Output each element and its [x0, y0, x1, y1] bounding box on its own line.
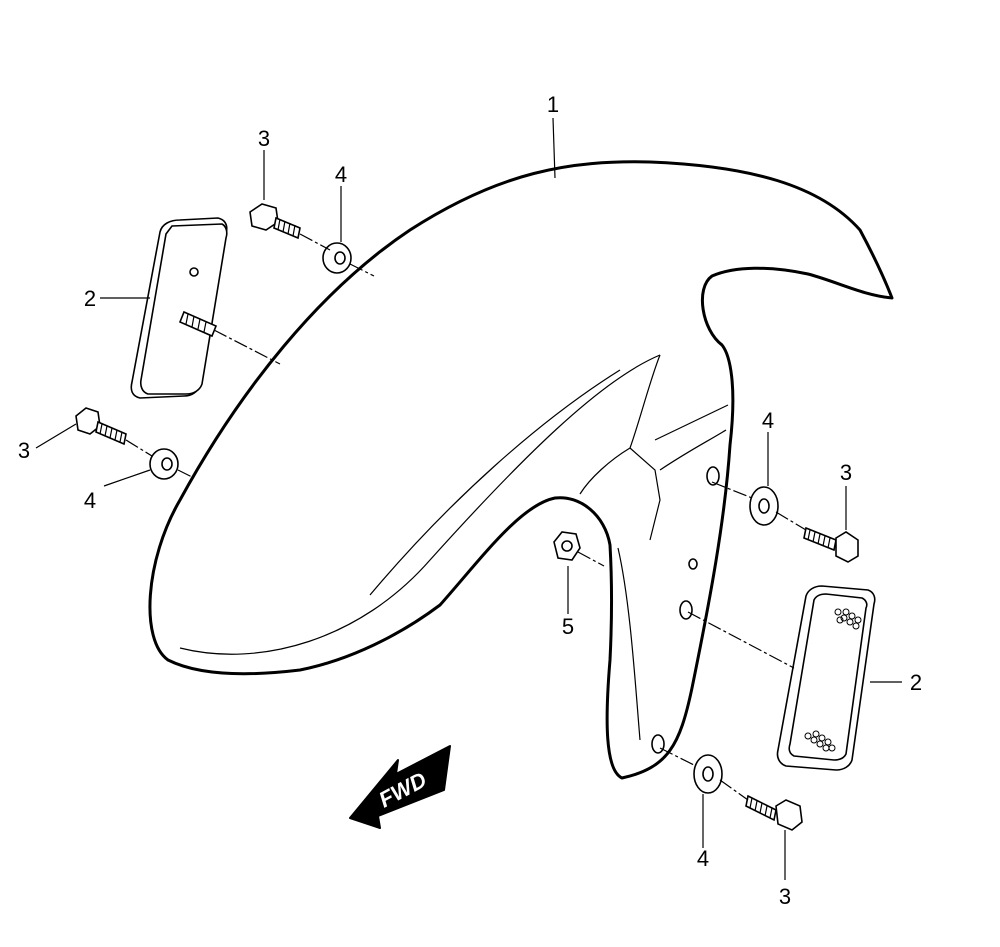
washer-mid-left	[149, 448, 179, 480]
callout-screw-right-lower: 3	[779, 884, 791, 909]
screw-right-upper	[803, 526, 859, 563]
assembly-lines	[125, 233, 807, 801]
front-fender	[148, 160, 894, 780]
callout-screw-right-upper: 3	[840, 460, 852, 485]
nut	[553, 531, 581, 561]
screw-mid-left	[75, 407, 127, 446]
callout-washer-top-left: 4	[335, 162, 347, 187]
reflector-left	[130, 217, 228, 399]
screw-right-lower	[745, 794, 803, 831]
callout-screw-mid-left: 3	[18, 438, 30, 463]
reflector-right	[776, 585, 876, 771]
washer-right-lower	[693, 754, 723, 794]
leader-lines	[35, 117, 902, 880]
callout-reflector-left: 2	[84, 286, 96, 311]
forward-direction-arrow: FWD	[349, 745, 451, 829]
callout-fender: 1	[547, 92, 559, 117]
callout-reflector-right: 2	[910, 670, 922, 695]
callout-washer-mid-left: 4	[84, 488, 96, 513]
callout-washer-right-lower: 4	[697, 846, 709, 871]
callout-washer-right-upper: 4	[762, 408, 774, 433]
callout-nut: 5	[562, 614, 574, 639]
callout-labels: 1 3 4 2 3 4 4 3 5 2 4 3	[18, 92, 922, 909]
screw-top-left	[249, 203, 301, 240]
washer-right-upper	[749, 486, 779, 526]
washer-top-left	[322, 242, 352, 274]
callout-screw-top-left: 3	[258, 126, 270, 151]
